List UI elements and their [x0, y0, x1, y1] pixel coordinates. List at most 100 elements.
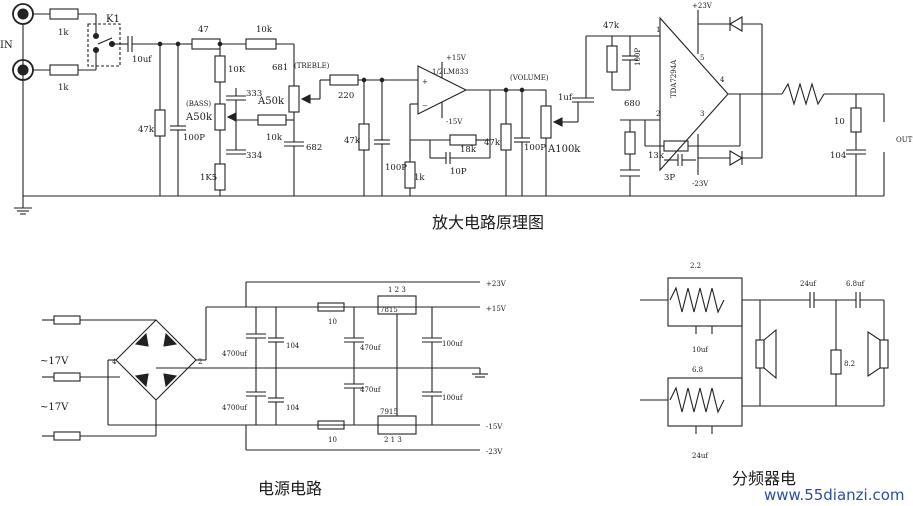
resistor-10k-top-label: 10k: [256, 25, 273, 35]
resistor-680: [624, 131, 636, 155]
resistor-10-bottom: [317, 420, 345, 430]
input-label: IN: [0, 40, 13, 51]
rail-plus-23v: +23V: [486, 280, 507, 288]
input-resistor-1k-top: [49, 8, 79, 20]
diode-bottom: [729, 150, 744, 166]
bass-pot: [214, 103, 226, 131]
resistor-47k-c: [500, 123, 512, 151]
tweeter-speaker: [879, 339, 889, 369]
cap-100p-a-label: 100P: [183, 133, 205, 143]
crossover-resistor-82: [830, 349, 842, 375]
cap-470-bottom-label: 470uf: [360, 386, 382, 394]
resistor-10-top-label: 10: [328, 318, 337, 326]
resistor-47k-a-label: 47k: [138, 125, 155, 135]
resistor-680-label: 680: [624, 99, 640, 109]
opamp-vplus: +15V: [446, 54, 467, 62]
ac-label-2: ~17V: [40, 402, 69, 413]
amp-title: 放大电路原理图: [432, 213, 544, 232]
cap-470-top-label: 470uf: [360, 344, 382, 352]
resistor-220-label: 220: [338, 91, 354, 101]
input-resistor-top-label: 1k: [58, 28, 69, 38]
crossover-r-top-label: 2.2: [690, 262, 701, 270]
resistor-10k-mid: [257, 114, 287, 126]
crossover-24uf-label: 24uf: [800, 280, 817, 288]
rail-plus-15v: +15V: [486, 305, 507, 313]
cap-100p-d-label: 100P: [634, 48, 642, 66]
cap-100-bottom-label: 100uf: [442, 394, 464, 402]
treble-pot-label: A50k: [257, 96, 285, 107]
crossover-r-bot-label: 6.8: [692, 366, 703, 374]
ac-label-1: ~17V: [40, 356, 69, 367]
cap-10p-label: 10P: [450, 167, 467, 177]
resistor-47k-d: [606, 45, 618, 73]
cap-100p-b-label: 100P: [385, 163, 407, 173]
resistor-47k-b: [358, 123, 370, 151]
cap-104-top-label: 104: [286, 342, 300, 350]
crossover-c-bot-label: 24uf: [692, 452, 709, 460]
resistor-13k-label: 13k: [648, 151, 665, 161]
resistor-47k-b-label: 47k: [344, 136, 361, 146]
resistor-47-label: 47: [198, 25, 209, 35]
opamp-plus-pin: +: [422, 78, 428, 86]
opamp-label: 1/2LM833: [432, 68, 468, 76]
cap-3p-label: 3P: [664, 173, 675, 183]
bass-label: (BASS): [186, 100, 211, 108]
reg-neg-pins: 2 1 3: [384, 436, 402, 444]
resistor-47k-c-label: 47k: [484, 138, 501, 148]
resistor-10k-bass: [214, 55, 226, 83]
cap-682-label: 682: [306, 143, 322, 153]
power-supply-circuit: ~17V ~17V 4 2 +23V +15V -15V -23V 4700uf…: [40, 280, 507, 456]
cap-333-label: 333: [246, 89, 262, 99]
relay-k1: [87, 23, 121, 67]
cap-681-label: 681: [272, 63, 288, 73]
resistor-10k-bass-label: 10K: [228, 65, 246, 75]
crossover-inductor-top: [669, 286, 725, 314]
crossover-68uf-label: 6.8uf: [846, 280, 866, 288]
input-jack-top: [12, 3, 34, 25]
resistor-47k-a: [154, 109, 166, 137]
rail-minus-23v: -23V: [486, 448, 503, 456]
opamp-minus-pin: −: [422, 102, 428, 110]
reg-pos-pins: 1 2 3: [388, 286, 406, 294]
bridge-pin-2: 2: [198, 358, 202, 366]
volume-label: (VOLUME): [510, 74, 549, 82]
rail-minus-15v: -15V: [486, 423, 503, 431]
ac-input-top: [53, 315, 81, 325]
relay-label: K1: [106, 14, 120, 25]
crossover-r82-label: 8.2: [844, 360, 855, 368]
ic-label: TDA7294A: [670, 59, 678, 98]
treble-pot: [288, 85, 300, 113]
reg-pos-label: 7815: [380, 306, 398, 314]
pin-1: 1: [656, 26, 660, 34]
tweeter-cone: [867, 330, 881, 378]
resistor-47-tone: [191, 38, 221, 50]
resistor-10k-top: [245, 38, 277, 50]
bridge-rectifier: [115, 319, 197, 401]
crossover-title: 分频器电: [732, 469, 796, 488]
treble-label: (TREBLE): [294, 62, 330, 70]
amplifier-circuit: IN 1k 1k K1 10uf 47k 100P 47: [0, 2, 913, 215]
crossover-c-top-label: 10uf: [692, 346, 709, 354]
zobel-cap-label: 104: [830, 151, 846, 161]
pin-2: 2: [656, 110, 660, 118]
resistor-47k-d-label: 47k: [603, 21, 620, 31]
resistor-18k-label: 18k: [460, 145, 477, 155]
cap-4700-bottom-label: 4700uf: [222, 404, 248, 412]
cap-104-bottom-label: 104: [286, 404, 300, 412]
resistor-18k: [449, 134, 477, 146]
ic-vplus: +23V: [692, 2, 713, 10]
woofer-speaker: [755, 339, 765, 369]
ac-input-bottom: [53, 431, 81, 441]
resistor-10-top: [317, 302, 345, 312]
zobel-resistor-label: 10: [834, 117, 845, 127]
cap-334-label: 334: [246, 151, 262, 161]
resistor-10k-mid-label: 10k: [266, 133, 283, 143]
pin-3: 3: [700, 110, 704, 118]
input-resistor-bottom-label: 1k: [58, 83, 69, 93]
reg-neg-label: 7915: [380, 408, 398, 416]
pin-5: 5: [700, 54, 704, 62]
opamp-vminus: -15V: [446, 118, 463, 126]
bridge-pin-4: 4: [112, 358, 117, 366]
woofer-cone: [763, 328, 777, 380]
